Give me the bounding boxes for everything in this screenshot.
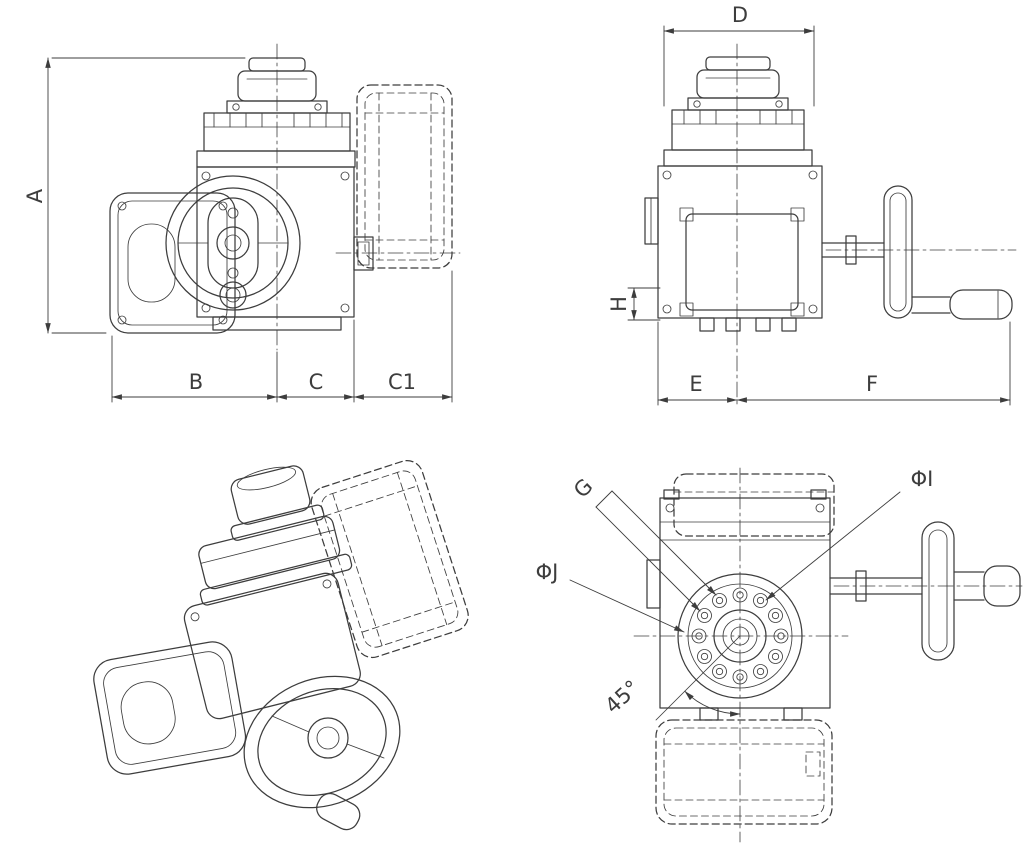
dim-label-45: 45° [600,675,644,718]
dim-label-phi-j: ΦJ [536,560,559,584]
flange-handwheel-edge [921,521,955,661]
isometric-view [93,460,469,831]
iso-cap [230,465,311,525]
dim-label-g: G [569,474,597,502]
dim-label-phi-i: ΦI [911,467,934,491]
motor-housing [109,192,236,334]
crank-grip [949,289,1013,320]
side-view-dimensions: D H E F [607,3,1011,406]
dim-label-a: A [23,188,47,203]
front-view-dimensions: A B C C1 [23,57,453,403]
side-view [644,43,1017,407]
flange-view-annotations: G ΦI ΦJ 45° [536,467,934,718]
dim-label-h: H [607,296,631,312]
bolt-circle [691,587,789,685]
iso-crank-knob [316,792,361,831]
handwheel-edge [883,185,913,319]
iso-motor-housing [93,641,247,775]
flange-crank-grip [983,565,1021,607]
dim-label-b: B [189,370,203,394]
front-view [109,43,461,351]
lower-compartment-hidden [655,719,833,825]
flange-body [659,497,831,709]
iso-handwheel [243,675,401,809]
flange-view [633,467,1023,843]
terminal-compartment-hidden [356,84,453,269]
dim-label-e: E [689,372,702,396]
dim-label-c1: C1 [388,370,416,394]
iso-body [183,572,361,720]
dim-label-f: F [866,372,878,396]
dim-label-c: C [309,370,324,394]
dim-label-d: D [732,3,748,27]
handwheel [165,175,301,311]
